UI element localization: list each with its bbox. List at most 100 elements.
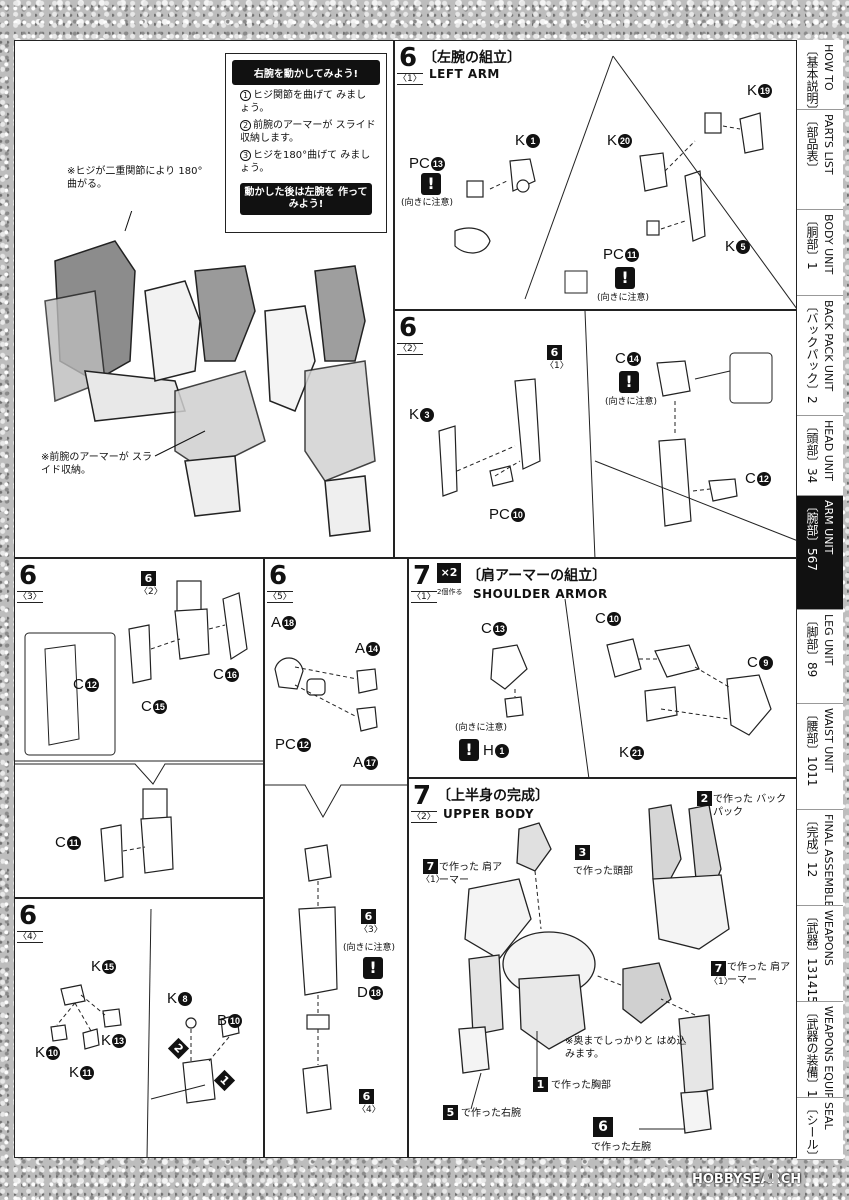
left-arm-parts-drawing bbox=[454, 55, 796, 309]
caution-text: (向きに注意) bbox=[605, 397, 658, 407]
step-number: 6 bbox=[399, 313, 418, 343]
step-number: 7 bbox=[413, 561, 432, 591]
ref-step-1: 1 bbox=[533, 1077, 548, 1092]
step-title-jp: 〔上半身の完成〕 bbox=[437, 788, 549, 804]
caution-icon: ! bbox=[619, 371, 639, 393]
note-head: で作った頭部 bbox=[573, 866, 633, 877]
note-backpack: で作った バックパック bbox=[713, 794, 787, 818]
watermark: HOBBYSEARCH bbox=[692, 1172, 802, 1187]
step-7-1-panel: 7 〈1〉 ×2 2個作る 〔肩アーマーの組立〕 SHOULDER ARMOR … bbox=[408, 558, 797, 778]
note-left-arm: で作った左腕 bbox=[591, 1142, 651, 1153]
step-number: 6 bbox=[399, 43, 418, 73]
step-6-3-drawing bbox=[15, 580, 263, 882]
page-number: 9 bbox=[762, 1166, 781, 1196]
step-number: 6 bbox=[269, 561, 288, 591]
ref-step-7: 7 bbox=[711, 961, 726, 976]
ref-step-sub: 〈3〉 bbox=[359, 925, 383, 935]
callout-header: 右腕を動かしてみよう! bbox=[232, 60, 380, 85]
make-two-note: 2個作る bbox=[437, 588, 463, 596]
caution-icon: ! bbox=[363, 957, 383, 979]
ref-step-2: 2 bbox=[697, 791, 712, 806]
caution-text: (向きに注意) bbox=[343, 943, 396, 953]
step-sub: 〈5〉 bbox=[267, 591, 293, 603]
ref-step-7: 7 bbox=[423, 859, 438, 874]
step-7-1-drawing bbox=[490, 598, 772, 777]
caution-icon: ! bbox=[615, 267, 635, 289]
make-two-badge: ×2 bbox=[437, 563, 461, 583]
note-right-arm: で作った右腕 bbox=[461, 1108, 521, 1119]
step-title-en: LEFT ARM bbox=[429, 67, 500, 81]
step-sub: 〈1〉 bbox=[397, 73, 423, 85]
callout-footer: 動かした後は左腕を 作ってみよう! bbox=[240, 183, 372, 215]
caution-text: (向きに注意) bbox=[401, 198, 454, 208]
step-number: 7 bbox=[413, 781, 432, 811]
robot-arm-illustration bbox=[44, 211, 376, 537]
step-title-en: SHOULDER ARMOR bbox=[473, 587, 608, 601]
step-6-2-drawing bbox=[438, 311, 796, 557]
index-tab-how-to[interactable]: 〔基本説明〕HOW TO bbox=[797, 40, 843, 110]
upper-body-drawing bbox=[458, 804, 730, 1134]
step-title-en: UPPER BODY bbox=[443, 807, 535, 821]
ref-step-sub: 〈1〉 bbox=[545, 361, 569, 371]
ref-step-sub: 〈2〉 bbox=[139, 587, 163, 597]
index-tab-seal[interactable]: 〔シール〕SEAL bbox=[797, 1098, 843, 1160]
caution-text-2: (向きに注意) bbox=[597, 293, 650, 303]
note-push-deep: ※奥までしっかりと はめ込みます。 bbox=[565, 1036, 687, 1060]
step-number: 6 bbox=[19, 901, 38, 931]
ref-step-6: 6 bbox=[547, 345, 562, 360]
step-title-jp: 〔肩アーマーの組立〕 bbox=[467, 568, 607, 584]
ref-step-6: 6 bbox=[361, 909, 376, 924]
ref-step-sub: 〈1〉 bbox=[421, 875, 445, 885]
caution-text: (向きに注意) bbox=[455, 723, 508, 733]
step-sub: 〈2〉 bbox=[411, 811, 437, 823]
index-tab-parts-list[interactable]: 〔部品表〕PARTS LIST bbox=[797, 110, 843, 210]
note-shoulder-left: で作った 肩アーマー bbox=[439, 862, 503, 886]
ref-step-6: 6 bbox=[141, 571, 156, 586]
elbow-note: ※ヒジが二重関節により 180°曲がる。 bbox=[67, 166, 203, 190]
ref-step-3: 3 bbox=[575, 845, 590, 860]
ref-step-6: 6 bbox=[359, 1089, 374, 1104]
caution-icon: ! bbox=[421, 173, 441, 195]
step-sub: 〈1〉 bbox=[411, 591, 437, 603]
step-number: 6 bbox=[19, 561, 38, 591]
